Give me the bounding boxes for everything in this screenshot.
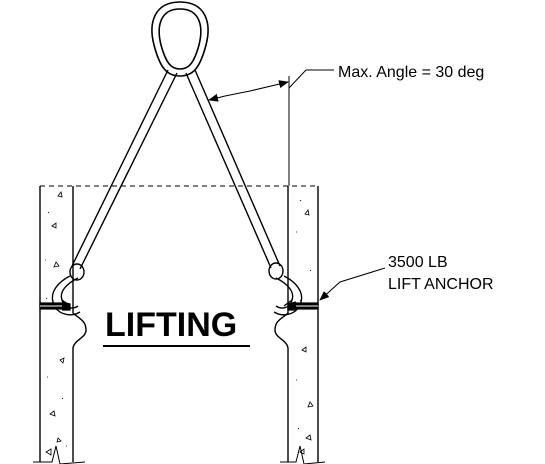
wall-break-lines — [33, 445, 326, 464]
concrete-texture-right — [296, 199, 314, 455]
right-sling — [185, 69, 281, 269]
anchor-callout-line2: LIFT ANCHOR — [388, 276, 494, 293]
right-wall-panel — [274, 186, 319, 462]
right-lift-anchor — [287, 301, 319, 311]
left-lift-anchor — [39, 301, 71, 311]
diagram-title: LIFTING — [105, 306, 237, 344]
angle-callout-leader — [288, 69, 334, 89]
anchor-callout-leader — [319, 267, 386, 301]
concrete-texture-left — [45, 191, 67, 456]
angle-callout-text: Max. Angle = 30 deg — [338, 64, 484, 81]
right-lifting-hook — [268, 262, 303, 316]
anchor-callout-line1: 3500 LB — [388, 254, 448, 271]
left-wall-panel — [39, 186, 87, 462]
angle-dimension — [208, 80, 289, 102]
left-sling — [71, 69, 178, 270]
master-link-ring — [151, 1, 209, 77]
